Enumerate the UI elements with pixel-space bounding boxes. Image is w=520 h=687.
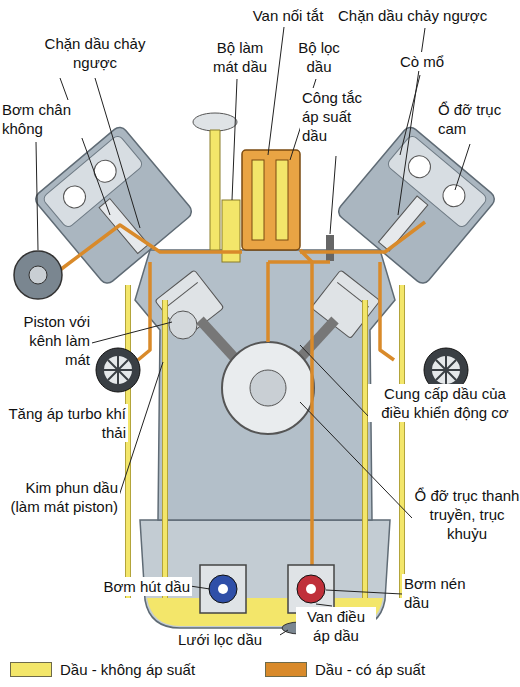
pressure-switch bbox=[326, 235, 334, 261]
legend-text: Dầu - không áp suất bbox=[60, 661, 195, 678]
part-label: Piston với kênh làm mát bbox=[4, 312, 92, 369]
part-label: Bộ lọc dầu bbox=[284, 38, 354, 76]
turbocharger-left bbox=[96, 348, 140, 392]
oil-lines-unpressurized bbox=[128, 285, 402, 598]
part-label: Chặn dầu chảy ngược bbox=[40, 34, 150, 72]
legend-swatch bbox=[265, 662, 307, 677]
filter-element bbox=[252, 160, 264, 240]
part-label: Bơm chân không bbox=[0, 100, 84, 138]
part-label: Cung cấp dầu của điều khiển động cơ bbox=[368, 384, 520, 422]
part-label: Công tắc áp suất dầu bbox=[300, 88, 380, 145]
part-label: Bơm hút dầu bbox=[88, 577, 192, 596]
vacuum-pump-hub bbox=[29, 266, 47, 284]
legend-item: Dầu - có áp suất bbox=[265, 661, 425, 678]
camshaft-lower bbox=[169, 311, 197, 339]
part-label: Lưới lọc dầu bbox=[176, 630, 280, 649]
part-label: Ổ đỡ trục cam bbox=[436, 100, 520, 138]
part-label: Van điều áp dầu bbox=[296, 607, 376, 645]
engine-block bbox=[135, 250, 395, 520]
leader-lines bbox=[36, 27, 470, 638]
oil-filter bbox=[242, 150, 300, 250]
legend-text: Dầu - có áp suất bbox=[315, 661, 425, 678]
legend-swatch bbox=[10, 662, 52, 677]
part-label: Chặn dầu chảy ngược bbox=[336, 6, 520, 25]
part-label: Van nối tắt bbox=[246, 6, 330, 25]
part-label: Kim phun dầu (làm mát piston) bbox=[0, 478, 120, 516]
crankshaft bbox=[222, 342, 314, 434]
pressure-pump bbox=[288, 565, 334, 613]
part-label: Ổ đỡ trục thanh truyền, trục khuỷu bbox=[412, 486, 520, 543]
filter-element bbox=[276, 160, 288, 240]
part-label: Tăng áp turbo khí thải bbox=[0, 404, 128, 442]
filler-cap bbox=[193, 113, 237, 131]
legend-item: Dầu - không áp suất bbox=[10, 661, 195, 678]
part-label: Cò mổ bbox=[398, 52, 458, 71]
filler-tube bbox=[210, 130, 220, 250]
part-label: Bơm nén dầu bbox=[402, 574, 480, 612]
crank-journal bbox=[250, 370, 286, 406]
vacuum-pump bbox=[14, 251, 62, 299]
right-cylinder-head bbox=[335, 124, 497, 286]
part-label: Bộ làm mát dầu bbox=[206, 38, 274, 76]
